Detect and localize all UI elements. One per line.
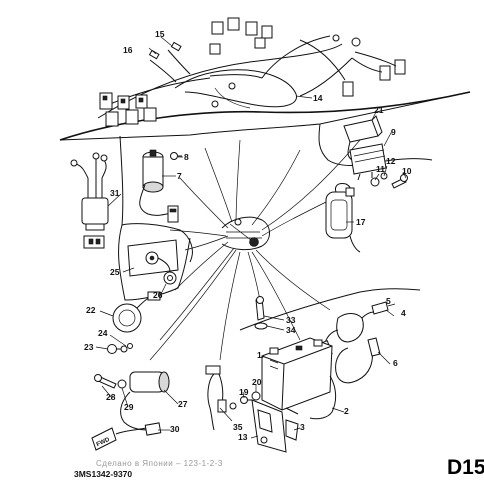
callout-9: 9 bbox=[391, 127, 396, 137]
callout-15: 15 bbox=[155, 29, 165, 39]
callout-34: 34 bbox=[286, 325, 296, 335]
frame-divider-mid-left bbox=[118, 224, 191, 301]
callout-29: 29 bbox=[124, 402, 134, 412]
callout-7: 7 bbox=[177, 171, 182, 181]
battery-case bbox=[240, 391, 299, 453]
battery bbox=[261, 337, 333, 411]
callout-31: 31 bbox=[110, 188, 120, 198]
horn bbox=[112, 291, 161, 333]
callout-3: 3 bbox=[300, 422, 305, 432]
callout-5: 5 bbox=[386, 296, 391, 306]
horn-bolts bbox=[107, 343, 133, 354]
callout-21: 21 bbox=[374, 105, 384, 115]
callout-25: 25 bbox=[110, 267, 120, 277]
catalog-code: 3MS1342-9370 bbox=[74, 469, 132, 479]
turn-signal-relay bbox=[127, 239, 179, 285]
wire-bundle-hub bbox=[221, 216, 270, 251]
callout-24: 24 bbox=[98, 328, 108, 338]
callout-8: 8 bbox=[184, 152, 189, 162]
frame-divider-top bbox=[59, 91, 471, 141]
callout-28: 28 bbox=[106, 392, 116, 402]
callout-leaders bbox=[95, 36, 407, 439]
callout-19: 19 bbox=[239, 387, 249, 397]
ignition-switch bbox=[139, 149, 182, 223]
callout-2: 2 bbox=[344, 406, 349, 416]
battery-band bbox=[285, 375, 337, 420]
regulator-bolts bbox=[370, 172, 408, 189]
callout-20: 20 bbox=[252, 377, 262, 387]
callout-35: 35 bbox=[233, 422, 243, 432]
callout-26: 26 bbox=[153, 290, 163, 300]
callout-16: 16 bbox=[123, 45, 133, 55]
callout-1: 1 bbox=[257, 350, 262, 360]
callout-6: 6 bbox=[393, 358, 398, 368]
watermark-text: Сделано в Японии – 123-1-2-3 bbox=[96, 459, 223, 468]
terminal-bolts bbox=[254, 296, 268, 330]
callout-30: 30 bbox=[170, 424, 180, 434]
callout-11: 11 bbox=[376, 164, 385, 174]
callout-23: 23 bbox=[84, 342, 94, 352]
frame-divider-right bbox=[318, 123, 433, 166]
rectifier-regulator bbox=[349, 143, 387, 181]
fuse-holder bbox=[325, 183, 361, 253]
callout-33: 33 bbox=[286, 315, 296, 325]
relay-assembly bbox=[70, 152, 109, 249]
ignition-coil: FWD bbox=[91, 371, 170, 451]
callout-13: 13 bbox=[238, 432, 248, 442]
negative-cable bbox=[335, 337, 381, 384]
callout-17: 17 bbox=[356, 217, 366, 227]
callout-10: 10 bbox=[402, 166, 412, 176]
callout-labels: 1 2 3 4 5 6 7 8 9 10 11 12 13 14 15 16 1… bbox=[84, 29, 412, 442]
frame-divider-battery bbox=[239, 288, 421, 331]
sensor-lead bbox=[205, 365, 237, 431]
sheet-label: D15 bbox=[447, 456, 484, 479]
callout-14: 14 bbox=[313, 93, 323, 103]
callout-27: 27 bbox=[178, 399, 188, 409]
callout-22: 22 bbox=[86, 305, 96, 315]
wire-harness bbox=[59, 17, 471, 141]
fwd-marking: FWD bbox=[96, 437, 112, 448]
callout-4: 4 bbox=[401, 308, 406, 318]
starter-relay bbox=[343, 115, 383, 161]
harness-leader-lines bbox=[149, 139, 361, 361]
callout-12: 12 bbox=[386, 156, 396, 166]
frame-divider-left bbox=[119, 135, 193, 263]
